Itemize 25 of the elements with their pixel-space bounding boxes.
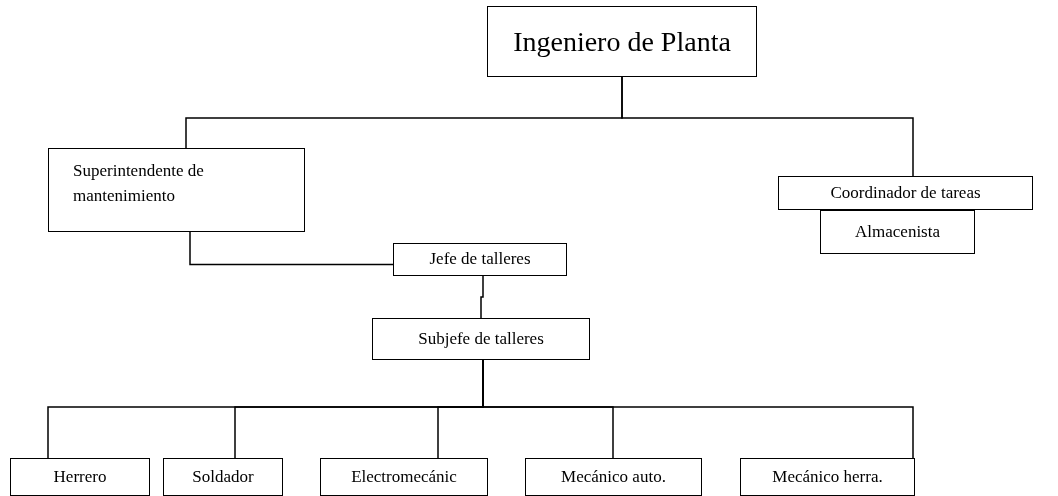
box-label: Electromecánic	[351, 466, 457, 488]
org-box	[372, 318, 590, 360]
box-label: Subjefe de talleres	[418, 328, 544, 350]
org-box	[393, 243, 567, 276]
org-box	[320, 458, 488, 496]
org-box	[778, 176, 1033, 210]
org-box	[163, 458, 283, 496]
box-label: Coordinador de tareas	[830, 182, 981, 204]
box-label: Superintendente de mantenimiento	[73, 160, 205, 207]
connector-line	[189, 231, 394, 266]
org-box	[487, 6, 757, 77]
org-box	[525, 458, 702, 496]
box-label: Soldador	[192, 466, 254, 488]
box-label: Jefe de talleres	[429, 249, 531, 270]
box-label: Almacenista	[855, 221, 940, 243]
org-box	[48, 148, 305, 232]
box-label: Herrero	[53, 466, 107, 488]
box-label: Mecánico herra.	[772, 466, 883, 488]
org-box	[820, 210, 975, 254]
connector-line	[480, 275, 484, 319]
org-box	[740, 458, 915, 496]
org-box	[10, 458, 150, 496]
connector-line	[621, 76, 914, 177]
box-label: Mecánico auto.	[561, 466, 666, 488]
box-label: Ingeniero de Planta	[513, 24, 731, 59]
